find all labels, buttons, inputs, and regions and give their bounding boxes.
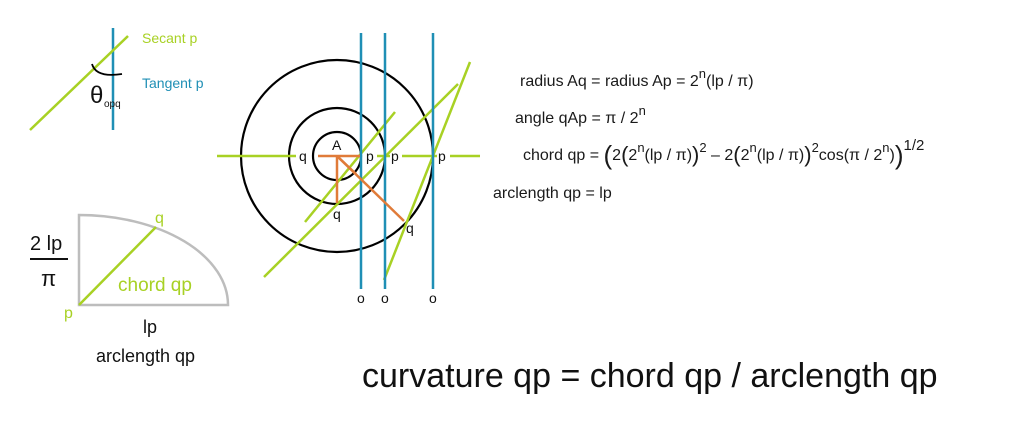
o-label-3: o <box>429 290 437 306</box>
arclength-label: arclength qp <box>96 346 195 366</box>
secant-label: Secant p <box>142 30 197 46</box>
formulas: radius Aq = radius Ap = 2n(lp / π) angle… <box>362 66 938 395</box>
angle-arc <box>91 63 123 76</box>
secant-line <box>29 35 129 131</box>
chord-label: chord qp <box>118 275 192 296</box>
q-label-outer: q <box>406 220 414 236</box>
chord-line <box>78 226 157 306</box>
theta-subscript: opq <box>104 99 121 110</box>
formula-angle: angle qAp = π / 2n <box>515 103 646 127</box>
o-label-2: o <box>381 290 389 306</box>
p-label-1: p <box>366 148 374 164</box>
arc-p-label: p <box>64 305 73 322</box>
lp-label: lp <box>143 317 157 337</box>
concentric-circles-figure: A q q q p p p o o o <box>217 33 480 306</box>
formula-radius: radius Aq = radius Ap = 2n(lp / π) <box>520 66 754 90</box>
q-label-inner: q <box>299 148 307 164</box>
radius-to-q-outer <box>336 155 405 222</box>
p-label-2: p <box>391 148 399 164</box>
fraction-denominator: π <box>41 266 56 291</box>
o-label-1: o <box>357 290 365 306</box>
center-label: A <box>332 137 342 153</box>
arc-q-label: q <box>155 210 164 227</box>
theta-symbol: θ <box>90 82 103 109</box>
quarter-arc-outline <box>77 213 230 307</box>
quarter-arc-figure: q p chord qp 2 lp π lp arclength qp <box>30 210 230 366</box>
fraction-numerator: 2 lp <box>30 233 62 255</box>
q-label-middle: q <box>333 206 341 222</box>
secant-tangent-detail: Secant p Tangent p θ opq <box>29 28 204 131</box>
formula-curvature: curvature qp = chord qp / arclength qp <box>362 357 938 395</box>
p-label-3: p <box>438 148 446 164</box>
formula-arclength: arclength qp = lp <box>493 185 612 202</box>
secant-outer <box>382 61 472 281</box>
formula-chord: chord qp = (2(2n(lp / π))2 – 2(2n(lp / π… <box>523 137 924 170</box>
tangent-label: Tangent p <box>142 75 204 91</box>
